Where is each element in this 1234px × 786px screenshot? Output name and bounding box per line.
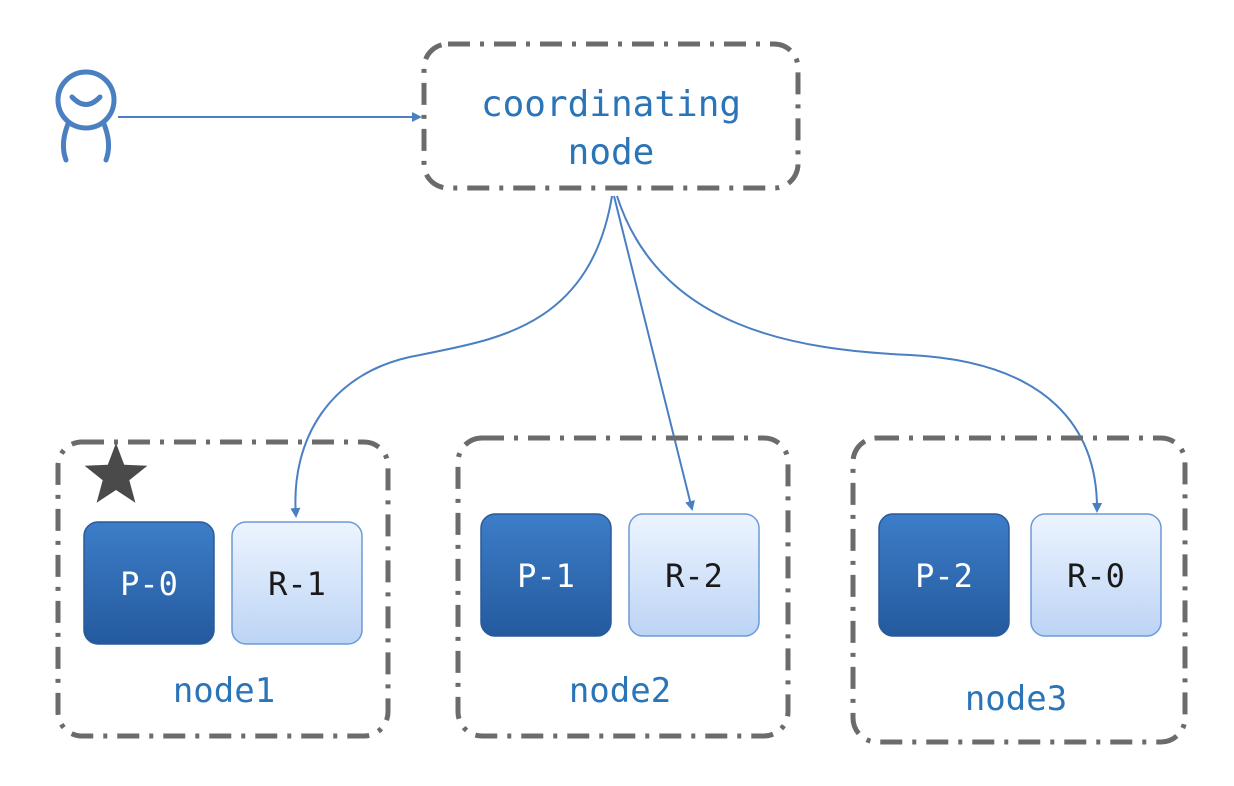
shard-primary-node1: P-0: [83, 521, 215, 645]
request-arrow-node3: [616, 195, 1103, 513]
shard-replica-node1: R-1: [231, 521, 363, 645]
shard-primary-node2: P-1: [480, 513, 612, 637]
shard-replica-label: R-2: [665, 557, 723, 595]
star-icon: [84, 443, 148, 503]
request-arrow-node1: [290, 195, 613, 518]
coordinating-node: coordinating node: [421, 41, 801, 191]
shard-primary-label: P-2: [915, 557, 973, 595]
shard-replica-label: R-1: [268, 565, 326, 603]
shard-primary-label: P-0: [120, 565, 178, 603]
node2-label: node2: [569, 671, 671, 711]
shard-primary-node3: P-2: [878, 513, 1010, 637]
request-arrow-node2: [613, 195, 695, 511]
node2-container: P-1 R-2 node2: [455, 435, 791, 739]
shard-replica-node2: R-2: [628, 513, 760, 637]
node3-label: node3: [965, 679, 1067, 719]
shard-replica-node3: R-0: [1030, 513, 1162, 637]
node3-container: P-2 R-0 node3: [850, 435, 1188, 745]
shard-replica-label: R-0: [1067, 557, 1125, 595]
coordinating-node-label-line2: node: [568, 132, 655, 173]
node1-container: P-0 R-1 node1: [55, 439, 391, 739]
coordinating-node-label-line1: coordinating: [481, 84, 741, 125]
node1-label: node1: [173, 671, 275, 711]
shard-primary-label: P-1: [517, 557, 575, 595]
user-icon: [55, 69, 117, 163]
